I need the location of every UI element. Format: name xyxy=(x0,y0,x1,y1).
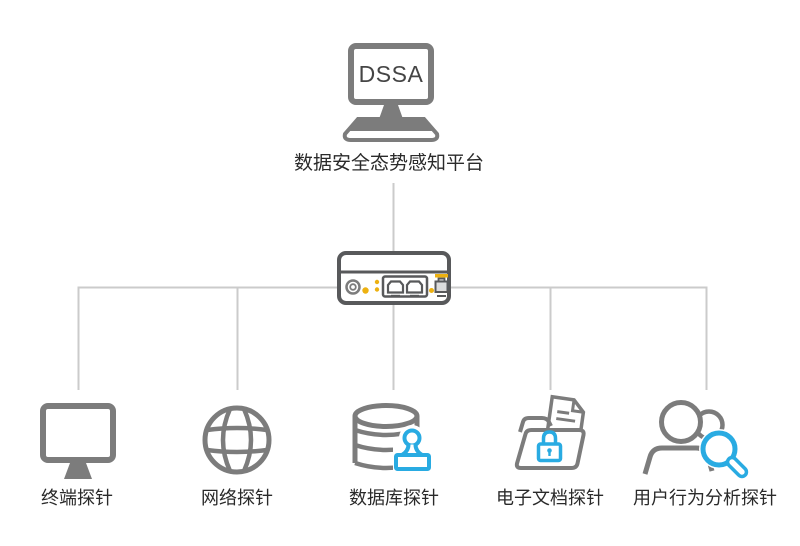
platform-label: 数据安全态势感知平台 xyxy=(293,153,484,174)
document-icon xyxy=(545,394,586,439)
power-knob-icon xyxy=(345,279,361,295)
database-stamp-icon xyxy=(352,403,435,478)
platform-node: DSSA xyxy=(337,42,445,143)
probe-network xyxy=(201,404,273,476)
platform-screen-text: DSSA xyxy=(359,61,424,87)
lock-shackle xyxy=(541,430,558,444)
folder-lock-icon xyxy=(514,394,586,470)
led-dot xyxy=(362,287,369,294)
monitor-icon xyxy=(40,403,116,479)
desktop-monitor-icon: DSSA xyxy=(342,43,440,142)
stamp-base xyxy=(394,453,431,471)
globe-icon xyxy=(202,405,272,475)
probe-database xyxy=(349,402,437,478)
network-gateway-icon xyxy=(337,251,451,305)
probe-terminal xyxy=(36,402,120,484)
uplink-port-icon xyxy=(434,280,449,293)
led-dot xyxy=(374,287,380,292)
probe-document xyxy=(512,394,590,478)
probe-user-behavior xyxy=(638,398,756,482)
stamp-knob xyxy=(402,428,422,448)
probe-label: 网络探针 xyxy=(201,488,273,508)
magnifier-handle xyxy=(725,455,749,479)
ethernet-port-icon xyxy=(405,280,424,294)
folder-back xyxy=(518,416,553,433)
probe-label: 用户行为分析探针 xyxy=(633,488,777,508)
magnifier-icon xyxy=(700,430,738,468)
led-dot xyxy=(429,288,434,293)
probe-label: 数据库探针 xyxy=(349,488,439,508)
users-magnifier-icon xyxy=(642,400,749,479)
gateway-node xyxy=(337,251,451,305)
user-head xyxy=(659,400,703,444)
led-dot xyxy=(374,279,380,285)
ethernet-port-icon xyxy=(386,280,405,294)
probe-label: 终端探针 xyxy=(41,488,113,508)
probe-label: 电子文档探针 xyxy=(496,488,604,508)
